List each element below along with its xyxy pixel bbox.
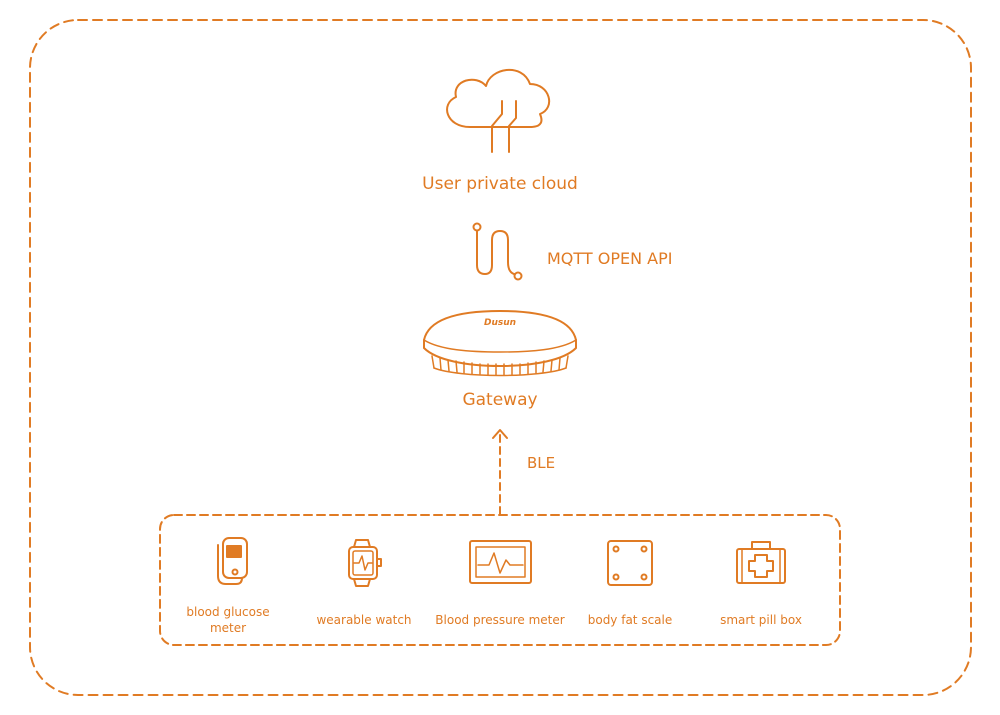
cloud-icon — [446, 68, 551, 153]
device-group-boundary — [159, 514, 841, 646]
smartwatch-icon — [348, 539, 382, 587]
ble-label: BLE — [527, 454, 556, 472]
device-label-smart-pill-box: smart pill box — [720, 613, 802, 627]
device-label-blood-pressure-meter: Blood pressure meter — [435, 613, 565, 627]
glucose-meter-icon — [217, 537, 248, 585]
gateway-brand-logo: Dusun — [483, 318, 517, 328]
device-label-wearable-watch: wearable watch — [316, 613, 412, 627]
first-aid-box-icon — [736, 541, 786, 584]
device-label-body-fat-scale: body fat scale — [587, 613, 673, 627]
cloud-label: User private cloud — [422, 174, 578, 194]
monitor-waveform-icon — [469, 540, 532, 584]
dashed-arrow-up-icon — [492, 429, 508, 516]
gateway-device-icon — [423, 310, 577, 377]
device-label-glucose-meter: blood glucose meter — [186, 605, 270, 635]
cable-icon — [472, 222, 523, 281]
gateway-label: Gateway — [462, 390, 538, 410]
scale-icon — [607, 540, 653, 586]
outer-boundary — [29, 19, 972, 696]
mqtt-label: MQTT OPEN API — [547, 249, 673, 268]
